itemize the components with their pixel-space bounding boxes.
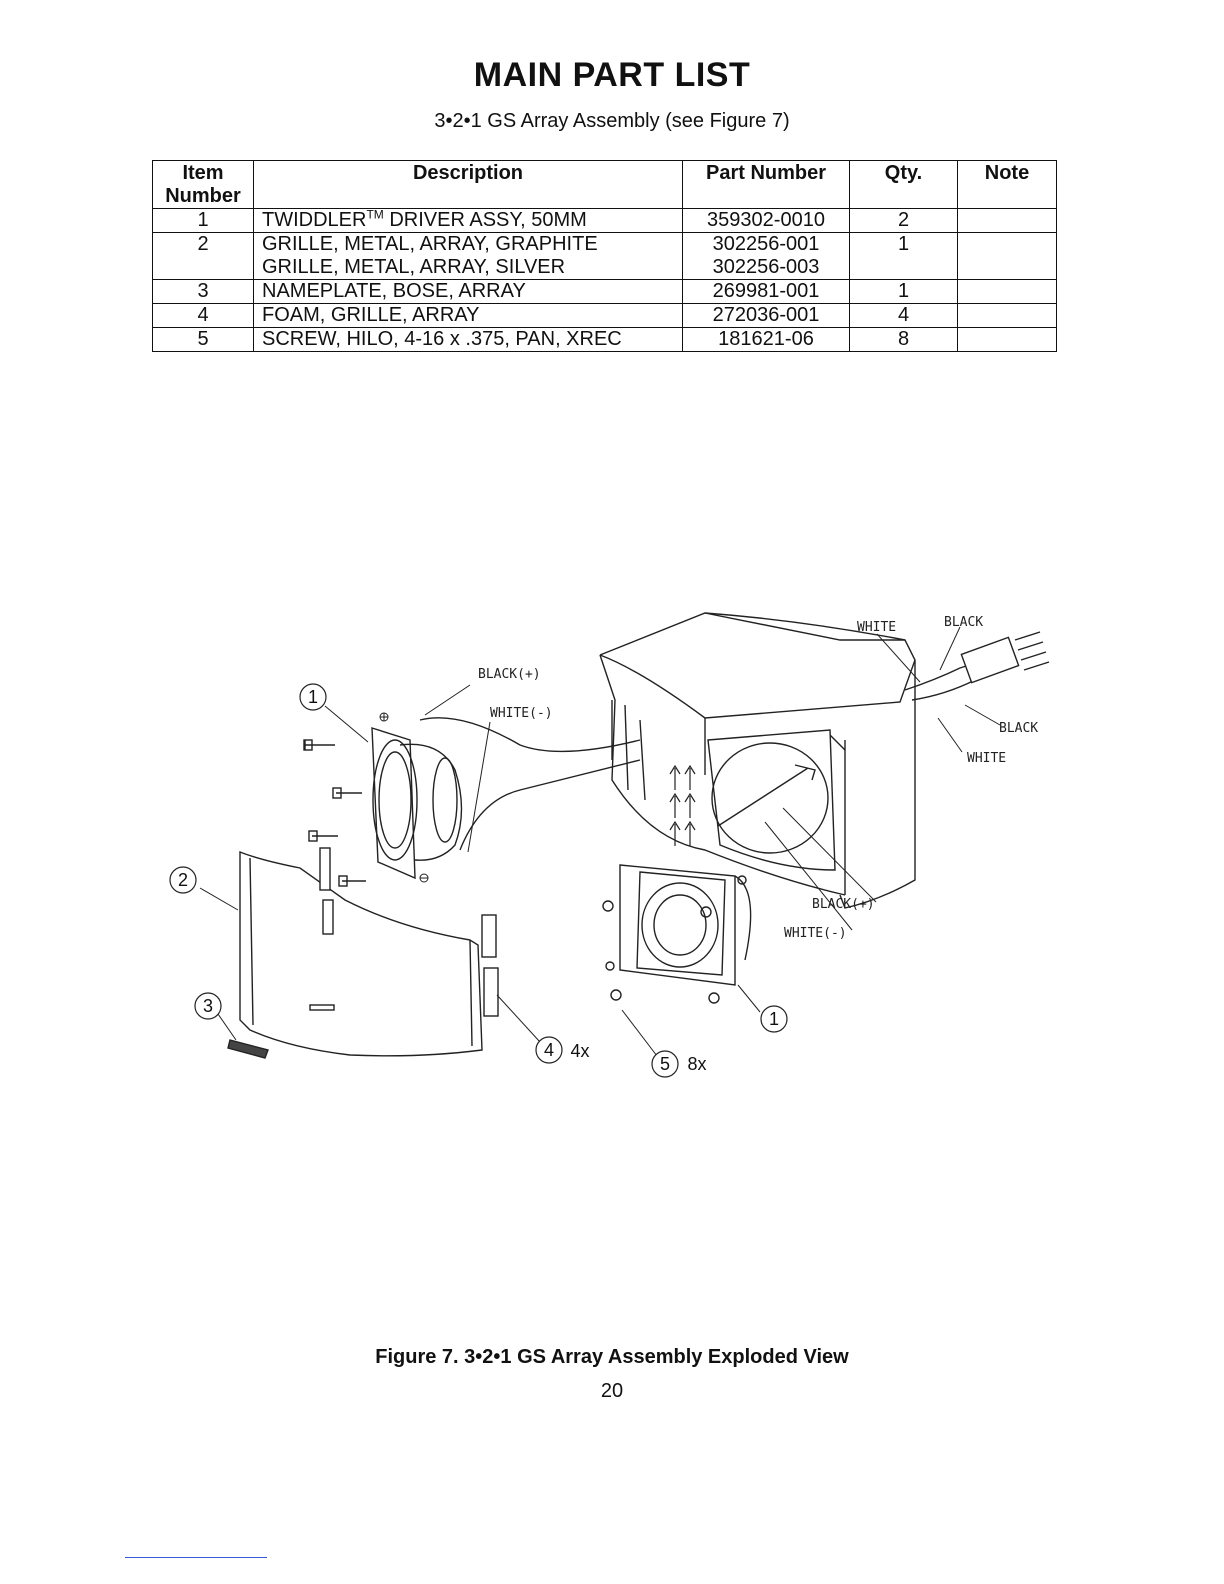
header-description: Description [253, 160, 683, 209]
wire-harness [904, 631, 1050, 701]
callout-circle-1b [760, 1005, 788, 1033]
cell-note [957, 327, 1057, 352]
page-subtitle: 3•2•1 GS Array Assembly (see Figure 7) [434, 110, 790, 132]
callout-circle-4 [535, 1036, 563, 1064]
callout-4-qty: 4x [570, 1041, 589, 1061]
cell-item: 4 [152, 303, 254, 328]
nameplate [227, 1039, 269, 1059]
callout-1b: 1 [769, 1009, 779, 1029]
leader-lines [199, 626, 1001, 1057]
cell-item: 1 [152, 208, 254, 233]
cell-description: FOAM, GRILLE, ARRAY [253, 303, 683, 328]
cell-qty: 4 [849, 303, 958, 328]
twiddler-driver-right [602, 864, 752, 1004]
footer-rule [125, 1557, 267, 1558]
callout-4: 4 [544, 1040, 554, 1060]
cell-qty: 1 [849, 232, 958, 280]
table-row: 5 SCREW, HILO, 4-16 x .375, PAN, XREC 18… [152, 327, 1057, 352]
label-black-right: BLACK [999, 721, 1038, 736]
header-qty: Qty. [849, 160, 958, 209]
callout-labels: 1 2 3 4 4x 5 8x 1 [178, 687, 779, 1074]
cell-part-number: 181621-06 [682, 327, 850, 352]
label-black-top: BLACK [944, 615, 983, 630]
header-item-number: Item Number [152, 160, 254, 209]
cell-qty: 1 [849, 279, 958, 304]
wire-labels: BLACK(+) WHITE(-) WHITE BLACK BLACK WHIT… [478, 615, 1038, 941]
cell-qty: 8 [849, 327, 958, 352]
label-white-right: WHITE [967, 751, 1006, 766]
label-white-minus-1: WHITE(-) [490, 706, 553, 721]
table-row: 1 TWIDDLERTM DRIVER ASSY, 50MM 359302-00… [152, 208, 1057, 233]
cell-note [957, 279, 1057, 304]
callout-1a: 1 [308, 687, 318, 707]
cell-note [957, 303, 1057, 328]
table-row: 3 NAMEPLATE, BOSE, ARRAY 269981-001 1 [152, 279, 1057, 304]
cell-item: 5 [152, 327, 254, 352]
callout-circle-2 [169, 866, 197, 894]
label-black-plus-1: BLACK(+) [478, 667, 541, 682]
cell-description: SCREW, HILO, 4-16 x .375, PAN, XREC [253, 327, 683, 352]
label-black-plus-2: BLACK(+) [812, 897, 875, 912]
twiddler-driver-left [371, 727, 463, 880]
label-white-minus-2: WHITE(-) [784, 926, 847, 941]
callout-5-qty: 8x [687, 1054, 706, 1074]
cell-note [957, 208, 1057, 233]
cell-description: NAMEPLATE, BOSE, ARRAY [253, 279, 683, 304]
callout-circle-5 [651, 1050, 679, 1078]
foam-pads [319, 847, 499, 1017]
polarity-marks [379, 712, 429, 883]
cell-note [957, 232, 1057, 280]
cell-description: GRILLE, METAL, ARRAY, GRAPHITE GRILLE, M… [253, 232, 683, 280]
cell-part-number: 302256-001 302256-003 [682, 232, 850, 280]
figure-caption: Figure 7. 3•2•1 GS Array Assembly Explod… [375, 1346, 849, 1368]
cell-part-number: 359302-0010 [682, 208, 850, 233]
callout-2: 2 [178, 870, 188, 890]
callout-3: 3 [203, 996, 213, 1016]
callouts [169, 683, 788, 1078]
callout-circle-3 [194, 992, 222, 1020]
cell-item: 2 [152, 232, 254, 280]
wire-driver-1b [459, 759, 641, 851]
table-header-row: Item Number Description Part Number Qty.… [152, 160, 1057, 209]
cell-description: TWIDDLERTM DRIVER ASSY, 50MM [253, 208, 683, 233]
label-white-top: WHITE [857, 620, 896, 635]
cell-part-number: 272036-001 [682, 303, 850, 328]
header-part-number: Part Number [682, 160, 850, 209]
array-enclosure [599, 612, 916, 909]
wire-driver-1 [419, 717, 641, 753]
header-note: Note [957, 160, 1057, 209]
table-row: 2 GRILLE, METAL, ARRAY, GRAPHITE GRILLE,… [152, 232, 1057, 280]
page-number: 20 [600, 1380, 624, 1402]
cell-item: 3 [152, 279, 254, 304]
table-row: 4 FOAM, GRILLE, ARRAY 272036-001 4 [152, 303, 1057, 328]
cell-part-number: 269981-001 [682, 279, 850, 304]
screws-left [303, 739, 366, 887]
callout-5: 5 [660, 1054, 670, 1074]
exploded-view-drawing: BLACK(+) WHITE(-) WHITE BLACK BLACK WHIT… [169, 612, 1050, 1078]
grille [239, 850, 483, 1057]
callout-circle-1a [299, 683, 327, 711]
parts-table: Item Number Description Part Number Qty.… [152, 160, 1057, 352]
page-title: MAIN PART LIST [473, 56, 751, 94]
cell-qty: 2 [849, 208, 958, 233]
